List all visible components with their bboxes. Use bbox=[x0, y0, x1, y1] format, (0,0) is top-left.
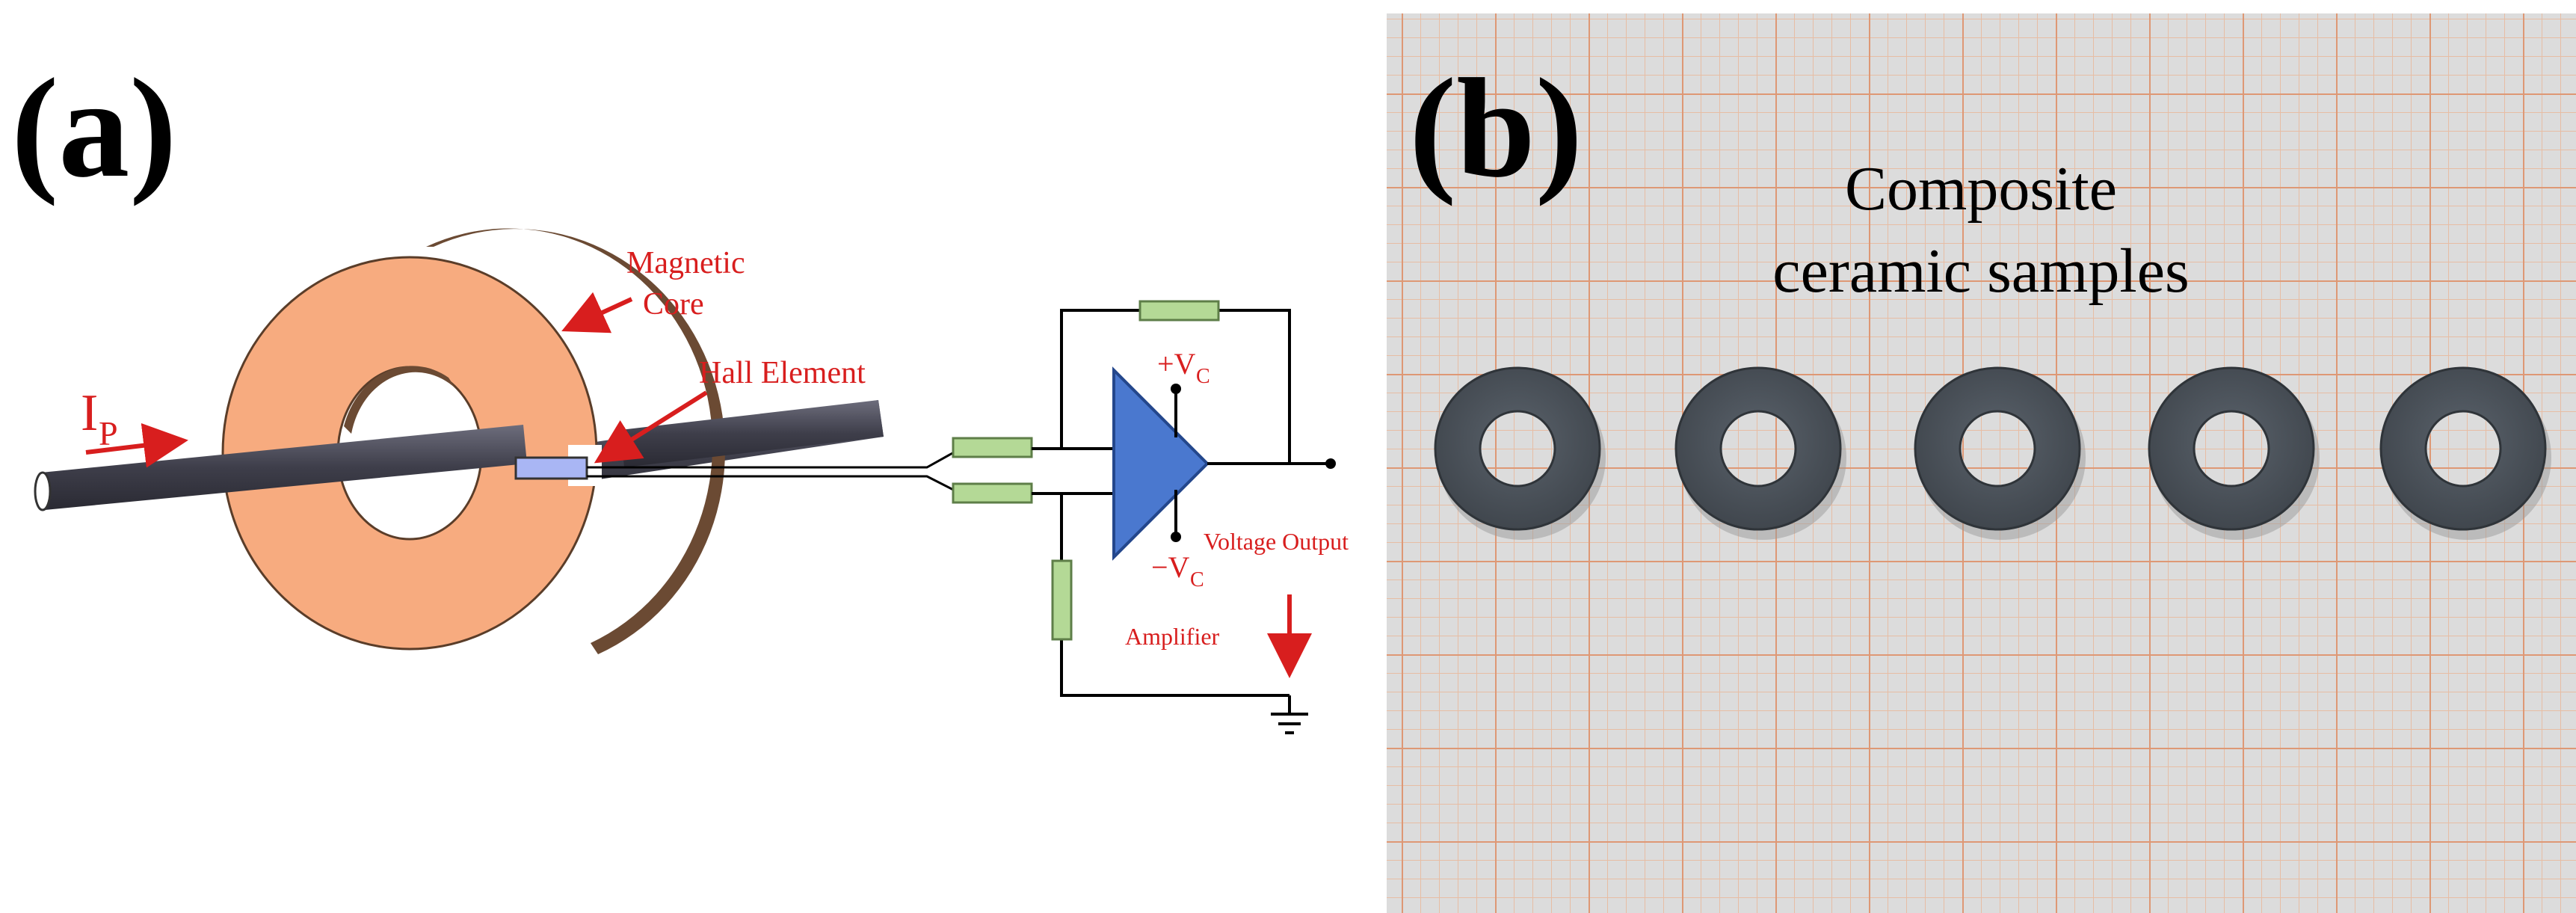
conductor-rod bbox=[34, 400, 884, 511]
ceramic-samples bbox=[1434, 366, 2551, 540]
current-ip: I P bbox=[81, 384, 188, 468]
sample-caption-line2: ceramic samples bbox=[1772, 236, 2189, 306]
input-resistor-1 bbox=[952, 437, 1033, 458]
ceramic-ring-sample bbox=[2379, 366, 2551, 540]
output-node bbox=[1325, 458, 1336, 469]
current-subscript: P bbox=[99, 414, 118, 452]
magnetic-core-label-line2: Core bbox=[643, 287, 704, 322]
panel-b-label: (b) bbox=[1409, 50, 1583, 207]
plus-vc-subscript: C bbox=[1196, 365, 1210, 388]
plus-vc-label: +V bbox=[1157, 347, 1196, 381]
panel-b: (b) Composite ceramic samples bbox=[1387, 13, 2576, 913]
amplifier-circuit bbox=[952, 300, 1336, 734]
feedback-resistor bbox=[1138, 300, 1220, 322]
hall-element-label: Hall Element bbox=[699, 356, 866, 390]
hall-element bbox=[514, 456, 588, 480]
ceramic-ring-sample bbox=[1434, 366, 1606, 540]
panel-a-label: (a) bbox=[11, 50, 177, 207]
ground-symbol bbox=[1271, 695, 1308, 734]
minus-vc-subscript: C bbox=[1190, 568, 1204, 591]
hall-element-pointer bbox=[594, 390, 708, 464]
amplifier-triangle bbox=[1112, 366, 1210, 561]
current-arrow bbox=[85, 422, 188, 468]
ground-resistor bbox=[1051, 559, 1073, 641]
amplifier-label: Amplifier bbox=[1125, 623, 1220, 650]
current-label: I bbox=[81, 384, 98, 442]
ceramic-ring-sample bbox=[2148, 366, 2320, 540]
magnetic-core-pointer bbox=[561, 292, 633, 333]
voltage-output-label: Voltage Output bbox=[1204, 528, 1349, 555]
rod-end bbox=[34, 471, 52, 511]
ceramic-ring-sample bbox=[1914, 366, 2086, 540]
panel-a: (a) I bbox=[11, 50, 1349, 734]
input-resistor-2 bbox=[952, 482, 1033, 504]
ceramic-ring-sample bbox=[1674, 366, 1846, 540]
sample-caption-line1: Composite bbox=[1845, 154, 2117, 224]
magnetic-core-label-line1: Magnetic bbox=[626, 246, 745, 280]
minus-vc-label: −V bbox=[1151, 550, 1190, 584]
